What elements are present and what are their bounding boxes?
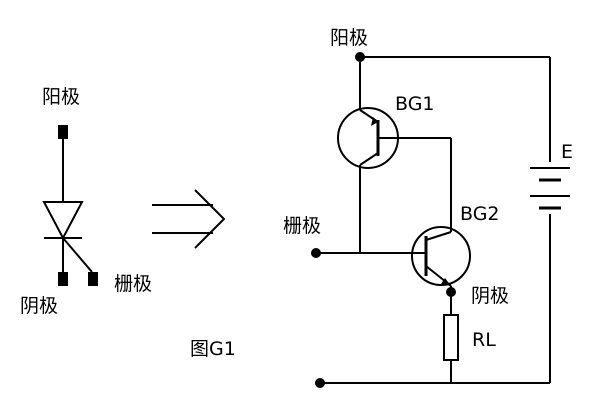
anode-label-left: 阳极 bbox=[42, 86, 80, 108]
cathode-terminal bbox=[58, 272, 68, 286]
cathode-label-left: 阴极 bbox=[20, 295, 58, 317]
gate-label-right: 栅极 bbox=[283, 215, 321, 237]
bg2-transistor bbox=[411, 226, 471, 287]
bg1-label: BG1 bbox=[395, 93, 435, 115]
anode-label-right: 阳极 bbox=[330, 27, 368, 49]
gate-terminal bbox=[88, 272, 98, 286]
cathode-label-right: 阴极 bbox=[471, 285, 509, 307]
bg1-transistor bbox=[337, 62, 399, 253]
anode-terminal bbox=[58, 125, 68, 139]
gate-lead bbox=[62, 237, 93, 273]
gate-label-left: 栅极 bbox=[114, 273, 152, 295]
battery bbox=[530, 167, 570, 210]
bg2-label: BG2 bbox=[460, 203, 500, 225]
equivalence-arrow bbox=[152, 189, 226, 249]
battery-label: E bbox=[561, 141, 573, 163]
scr-symbol bbox=[42, 125, 98, 286]
diode-triangle bbox=[42, 201, 84, 241]
resistor bbox=[443, 314, 459, 361]
resistor-label: RL bbox=[472, 329, 496, 351]
figure-caption: 图G1 bbox=[190, 338, 236, 360]
